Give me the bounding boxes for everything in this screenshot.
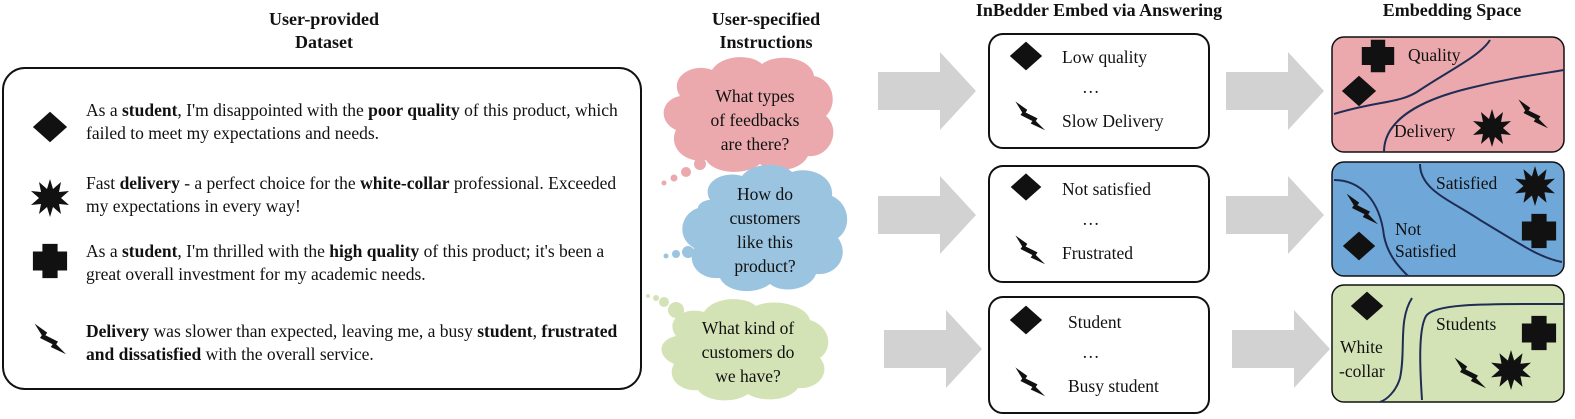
answer-box-2	[988, 165, 1210, 283]
region-label: Not	[1395, 219, 1422, 239]
region-label: Delivery	[1394, 121, 1456, 141]
divider-curve	[1383, 69, 1565, 153]
answer-bottom: Slow Delivery	[1062, 111, 1164, 131]
region-label: Quality	[1408, 45, 1461, 65]
answer-ellipsis: …	[1082, 77, 1100, 97]
header-embedding-space: Embedding Space	[1382, 0, 1522, 20]
arrow-answers-to-space-3	[1232, 310, 1330, 388]
divider-curve	[1333, 179, 1409, 277]
thought-bubble-kinds	[646, 294, 829, 401]
space-panel-satisfaction	[1331, 161, 1565, 277]
thought-bubble-feedback	[661, 57, 834, 186]
divider-curve	[1419, 303, 1564, 401]
region-label: Satisfied	[1436, 173, 1498, 193]
header-inbedder: InBedder Embed via Answering	[975, 0, 1223, 20]
dataset-entry: As a student, I'm disappointed with the …	[86, 100, 618, 143]
dataset-entry: Fast delivery - a perfect choice for the…	[86, 173, 617, 216]
dataset-box	[2, 67, 642, 390]
region-label: -collar	[1339, 361, 1385, 381]
answer-top: Student	[1068, 312, 1122, 332]
answer-top: Low quality	[1062, 47, 1148, 67]
answer-ellipsis: …	[1082, 209, 1100, 229]
arrow-answers-to-space-1	[1226, 52, 1324, 130]
answer-bottom: Busy student	[1068, 376, 1159, 396]
answer-top: Not satisfied	[1062, 179, 1151, 199]
arrow-feedback-to-answers	[878, 52, 976, 130]
dataset-entry: As a student, I'm thrilled with the high…	[86, 241, 605, 284]
answer-bottom: Frustrated	[1062, 243, 1133, 263]
region-label: Students	[1436, 314, 1497, 334]
answer-box-3	[988, 296, 1210, 414]
arrow-customers-to-answers	[878, 176, 976, 254]
region-label: Satisfied	[1395, 241, 1457, 261]
answer-ellipsis: …	[1082, 342, 1100, 362]
divider-curve	[1419, 163, 1563, 263]
answer-box-1	[988, 33, 1210, 149]
dataset-entry: Delivery was slower than expected, leavi…	[86, 321, 618, 364]
divider-curve	[1379, 297, 1413, 403]
divider-curve	[1333, 39, 1491, 115]
thought-bubble-customers	[663, 164, 848, 292]
region-label: White	[1340, 337, 1383, 357]
arrow-kinds-to-answers	[884, 310, 982, 388]
arrow-answers-to-space-2	[1226, 176, 1324, 254]
